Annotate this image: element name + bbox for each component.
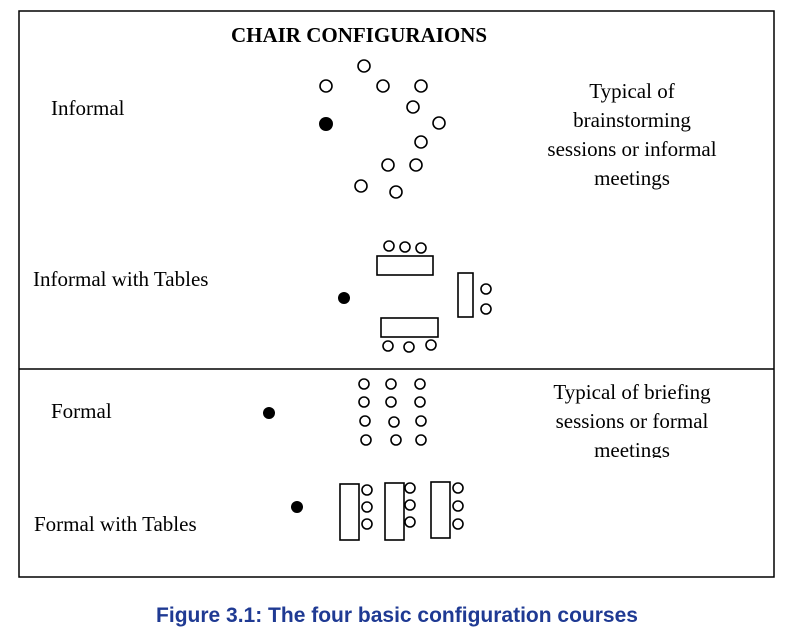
chair (361, 501, 373, 513)
chair (382, 340, 394, 352)
presenter (291, 501, 303, 513)
chair (385, 378, 397, 390)
chair (406, 100, 420, 114)
chair (404, 499, 416, 511)
chair (452, 500, 464, 512)
chair (390, 434, 402, 446)
chair (361, 518, 373, 530)
chair (480, 303, 492, 315)
chair (358, 378, 370, 390)
formal-arrangement (358, 378, 427, 446)
chair (319, 79, 333, 93)
diagram-frame (18, 10, 775, 578)
chair (358, 396, 370, 408)
chair (404, 516, 416, 528)
chair (415, 415, 427, 427)
presenter (338, 292, 350, 304)
chair (452, 518, 464, 530)
diagram-title: CHAIR CONFIGURAIONS (231, 23, 487, 47)
informal-arrangement (319, 59, 446, 199)
chair (414, 378, 426, 390)
note-informal-line-3: sessions or informal (547, 137, 716, 161)
label-formal-with-tables: Formal with Tables (34, 512, 197, 536)
chair (385, 396, 397, 408)
table (430, 481, 451, 539)
presenter (319, 117, 333, 131)
chair (409, 158, 423, 172)
table (376, 255, 434, 276)
presenter (263, 407, 275, 419)
chair (415, 242, 427, 254)
table (384, 482, 405, 541)
chair (381, 158, 395, 172)
chair (404, 482, 416, 494)
chair (415, 434, 427, 446)
label-informal-with-tables: Informal with Tables (33, 267, 208, 291)
label-formal: Formal (51, 399, 112, 423)
label-informal: Informal (51, 96, 125, 120)
note-informal-line-1: Typical of (589, 79, 674, 103)
chair (399, 241, 411, 253)
chair (359, 415, 371, 427)
formal-with-tables-arrangement (339, 481, 464, 541)
chair (425, 339, 437, 351)
note-formal-line-3: meetings (594, 438, 670, 462)
note-informal-line-4: meetings (594, 166, 670, 190)
table (457, 272, 474, 318)
chair (414, 396, 426, 408)
chair (361, 484, 373, 496)
figure-caption: Figure 3.1: The four basic configuration… (156, 604, 638, 627)
table (380, 317, 439, 338)
chair (414, 79, 428, 93)
chair (480, 283, 492, 295)
chair (403, 341, 415, 353)
chair (383, 240, 395, 252)
note-formal-line-2: sessions or formal (556, 409, 709, 433)
chair (414, 135, 428, 149)
note-informal-line-2: brainstorming (573, 108, 691, 132)
note-formal-line-1: Typical of briefing (553, 380, 711, 404)
chair (360, 434, 372, 446)
chair (388, 416, 400, 428)
table (339, 483, 360, 541)
chair (357, 59, 371, 73)
chair (376, 79, 390, 93)
chair (432, 116, 446, 130)
informal-with-tables-arrangement (376, 240, 492, 353)
chair (354, 179, 368, 193)
chair (389, 185, 403, 199)
chair (452, 482, 464, 494)
